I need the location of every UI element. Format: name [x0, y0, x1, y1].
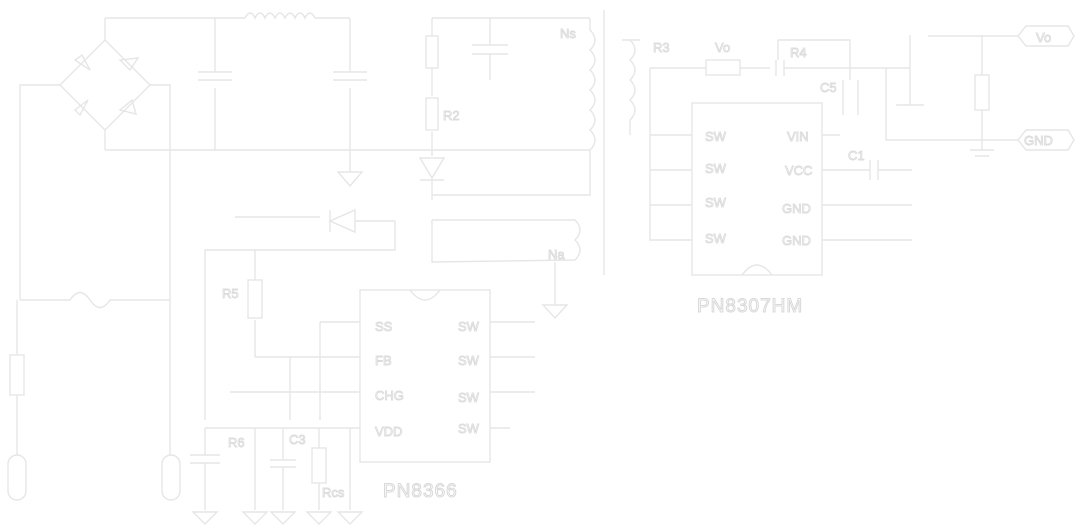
terminal-gnd: GND: [1024, 133, 1053, 148]
label-na: Na: [548, 247, 565, 262]
input-filter: [105, 12, 590, 188]
ic-left-pin-1: SS: [375, 319, 393, 334]
ic-right-pin-4: SW: [705, 231, 727, 246]
ic-right-pin-3: SW: [705, 195, 727, 210]
label-c5: C5: [820, 80, 837, 95]
label-c1: C1: [848, 148, 865, 163]
varistors: [7, 300, 181, 501]
ic-right-pin-8: VIN: [787, 129, 809, 144]
ic-left-pin-4: VDD: [375, 424, 402, 439]
label-c3: C3: [289, 432, 306, 447]
ic-pn8307hm: [691, 102, 823, 276]
label-ns: Ns: [560, 26, 576, 41]
ic-left-name: PN8366: [383, 481, 458, 502]
ic-left-pin-8: SW: [458, 319, 480, 334]
ic-pn8366: [190, 250, 535, 525]
label-r4: R4: [790, 45, 807, 60]
bridge-rectifier: [19, 18, 171, 300]
output-terminals: [1017, 25, 1075, 151]
ic-right-name: PN8307HM: [697, 296, 803, 317]
ic-left-pin-3: CHG: [375, 388, 404, 403]
label-r2: R2: [443, 108, 460, 123]
ic-right-pin-5: GND: [782, 233, 811, 248]
label-rcs: Rcs: [322, 485, 345, 500]
ic-left-pin-2: FB: [375, 353, 392, 368]
ic-right-pin-6: GND: [782, 201, 811, 216]
output-stage: [622, 35, 1018, 241]
ic-left-pin-5: SW: [458, 421, 480, 436]
label-r3: R3: [653, 40, 670, 55]
ic-right-pin-2: SW: [705, 161, 727, 176]
terminal-vo: Vo: [1036, 30, 1051, 45]
ic-left-pin-6: SW: [458, 390, 480, 405]
snubber-network: [418, 17, 590, 200]
ic-left-pin-7: SW: [458, 353, 480, 368]
transformer: [431, 10, 605, 320]
fuse: [20, 291, 170, 309]
ic-right-pin-7: VCC: [785, 163, 812, 178]
label-r6: R6: [228, 435, 245, 450]
aux-rectifier: [204, 208, 396, 420]
label-r5: R5: [222, 286, 239, 301]
ic-right-pin-1: SW: [705, 129, 727, 144]
label-cap-vo: Vo: [715, 40, 730, 55]
